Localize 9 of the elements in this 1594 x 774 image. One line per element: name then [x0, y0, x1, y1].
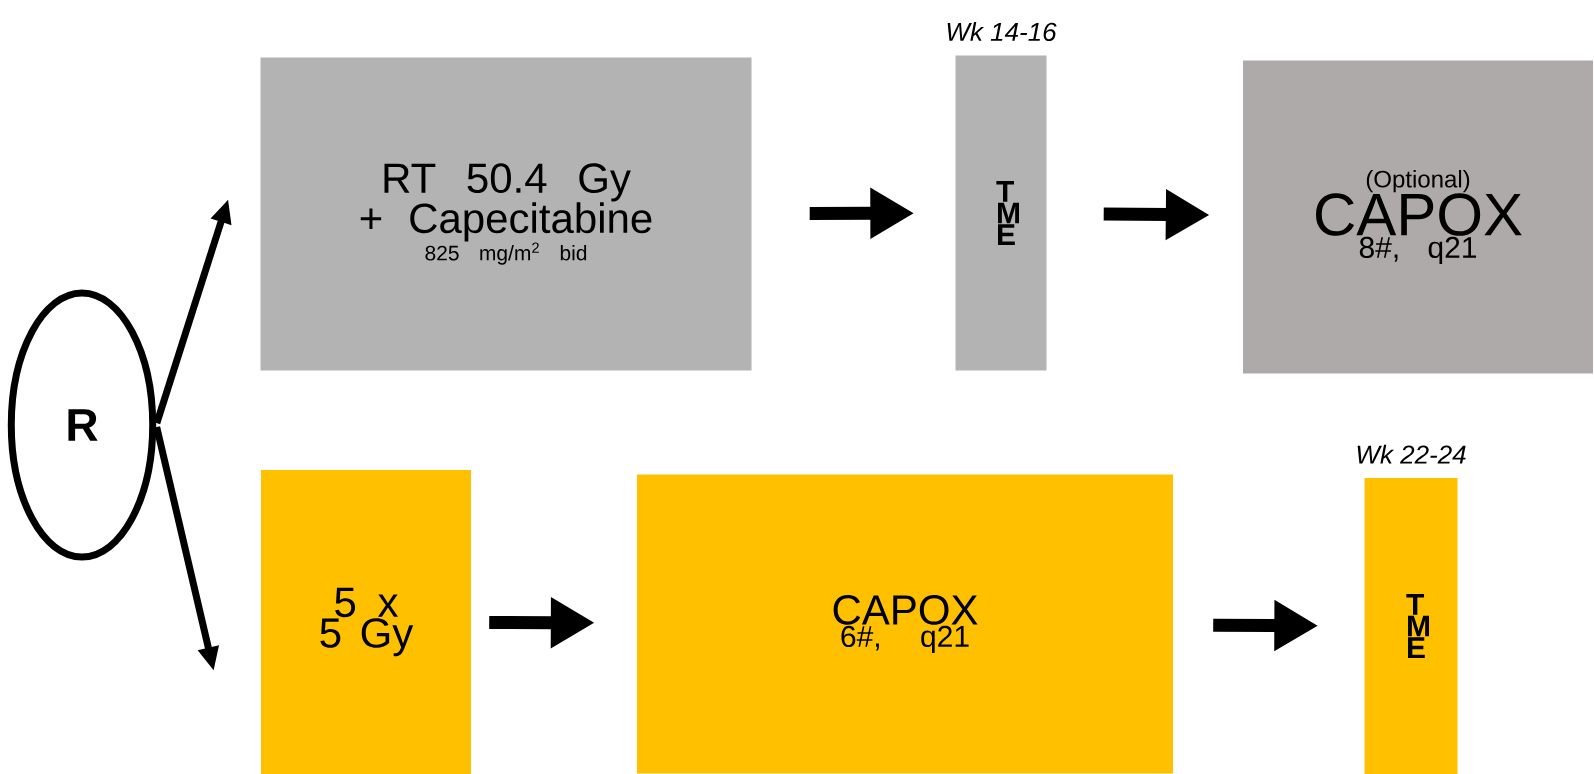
treatment-box: T M E — [955, 55, 1047, 371]
treatment-box: (Optional) CAPOX 8#, q21 — [1243, 60, 1593, 374]
treatment-box: 5 x 5 Gy — [261, 470, 471, 774]
treatment-box: CAPOX 6#, q21 — [637, 474, 1173, 774]
treatment-box: T M E — [1364, 478, 1458, 774]
week-label: Wk 14-16 — [947, 22, 1057, 42]
ellipse-node: R — [7, 289, 157, 561]
week-label: Wk 22-24 — [1357, 444, 1466, 464]
treatment-box: RT 50.4 Gy + Capecitabine 825 mg/m$^{2}$ bid — [260, 57, 752, 371]
